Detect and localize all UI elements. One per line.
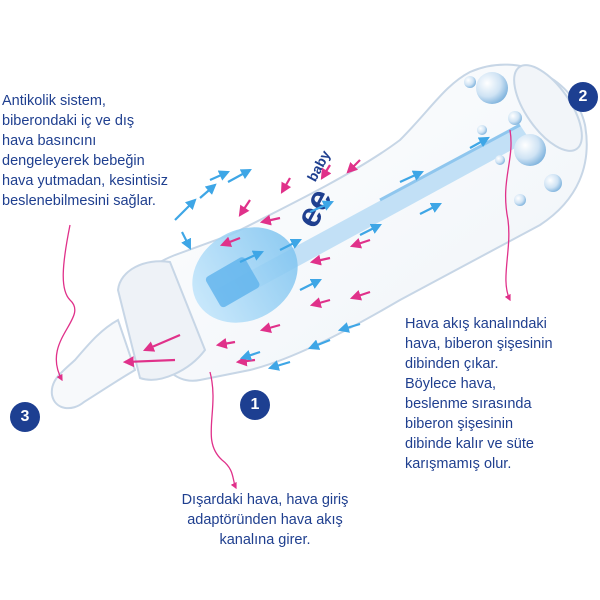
caption-line: beslenme sırasında bbox=[405, 396, 532, 412]
caption-line: hava, biberon şişesinin bbox=[405, 336, 553, 352]
caption-line: Böylece hava, bbox=[405, 376, 497, 392]
antikolik-caption: Antikolik sistem, biberondaki iç ve dış … bbox=[2, 91, 168, 211]
callout-lines bbox=[55, 129, 512, 490]
blue-arrows bbox=[174, 136, 490, 371]
caption-line: Dışardaki hava, hava giriş bbox=[181, 492, 349, 508]
step-badge-2: 2 bbox=[568, 82, 598, 112]
air-bubbles bbox=[464, 72, 562, 206]
caption-line: dengeleyerek bebeğin bbox=[2, 153, 145, 169]
caption-line: dibinden çıkar. bbox=[405, 356, 499, 372]
caption-line: biberon şişesinin bbox=[405, 416, 514, 432]
air-valve bbox=[192, 227, 298, 323]
caption-line: karışmamış olur. bbox=[405, 456, 512, 472]
step-badge-3: 3 bbox=[10, 402, 40, 432]
caption-line: hava basıncını bbox=[2, 133, 97, 149]
caption-line: hava yutmadan, kesintisiz bbox=[2, 173, 169, 189]
caption-line: beslenebilmesini sağlar. bbox=[2, 193, 156, 209]
step-badge-1: 1 bbox=[240, 390, 270, 420]
air-channel-caption: Hava akış kanalındaki hava, biberon şişe… bbox=[405, 314, 553, 474]
caption-line: Antikolik sistem, bbox=[2, 93, 106, 109]
caption-line: biberondaki iç ve dış bbox=[2, 113, 135, 129]
pink-arrows bbox=[122, 159, 371, 368]
air-intake-caption: Dışardaki hava, hava giriş adaptöründen … bbox=[140, 490, 390, 550]
caption-line: Hava akış kanalındaki bbox=[405, 316, 547, 332]
caption-line: kanalına girer. bbox=[219, 532, 311, 548]
caption-line: dibinde kalır ve süte bbox=[405, 436, 534, 452]
caption-line: adaptöründen hava akış bbox=[187, 512, 343, 528]
